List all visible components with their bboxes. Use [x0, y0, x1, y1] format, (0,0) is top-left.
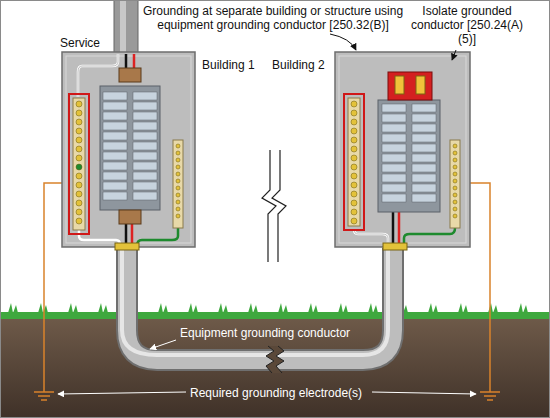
building-2-panel — [335, 52, 470, 250]
leader-arrow — [150, 340, 176, 349]
conductor-label: Equipment grounding conductor — [180, 326, 350, 340]
building-label: Building 2 — [272, 58, 325, 72]
conduit-break — [266, 346, 284, 373]
service-mast — [114, 0, 138, 54]
grass-line — [0, 312, 550, 319]
service-panel — [62, 52, 195, 250]
leader-arrow — [452, 50, 456, 60]
building-label: Building 1 — [202, 58, 255, 72]
leader-arrow — [372, 392, 476, 394]
soil — [0, 318, 550, 418]
underground-conduit — [122, 248, 393, 360]
callout-note: Isolate grounded conductor [250.24(A)(5)… — [404, 4, 530, 46]
section-title: Grounding at separate building or struct… — [125, 4, 421, 32]
grass-tufts — [8, 303, 528, 313]
leader-arrow — [330, 34, 356, 50]
break-symbol — [262, 150, 286, 262]
mast-highlight — [120, 0, 126, 54]
building-label: Service — [60, 36, 100, 50]
leader-arrow — [58, 392, 186, 394]
electrode-label: Required grounding electrode(s) — [190, 386, 362, 400]
